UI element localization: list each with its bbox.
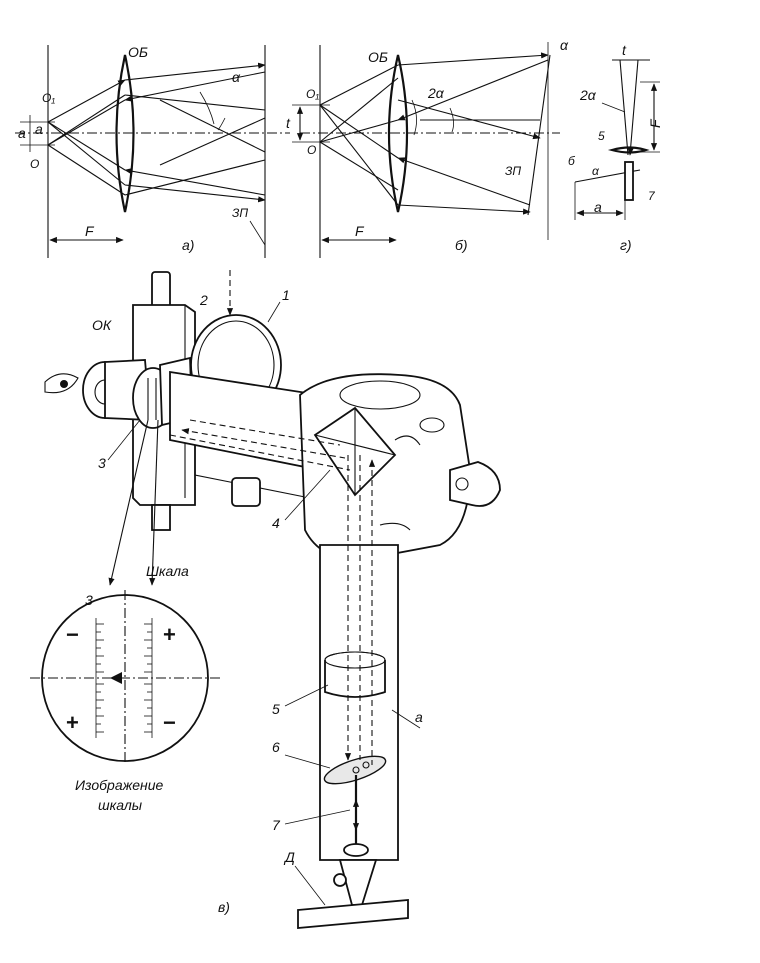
small-cylinder: [231, 477, 261, 507]
panel-v: ОК 2 1 3 4 5 6 7 a Д в): [44, 270, 501, 929]
alpha-label-b: α: [560, 37, 569, 53]
column-foot: [151, 504, 171, 531]
alpha-label-a: α: [232, 69, 241, 85]
offset-a-label: a: [18, 125, 26, 141]
panel-g: t 2α F 5 б α 7 a г): [568, 42, 663, 253]
point-o1-a: O₁: [42, 91, 55, 105]
lens-5: [324, 660, 386, 698]
light-paths-v: [169, 270, 376, 831]
offset-t-label-g: t: [622, 42, 627, 58]
offset-t-label-b: t: [286, 115, 291, 131]
label-3-v: 3: [98, 455, 106, 471]
label-7-g: 7: [648, 189, 656, 203]
scale-caption-1: Изображение: [75, 777, 164, 793]
rays-b: [319, 52, 549, 215]
scale-caption-2: шкалы: [98, 797, 143, 813]
rays-a: [47, 62, 266, 203]
caption-b: б): [455, 237, 468, 253]
label-2-v: 2: [199, 292, 208, 308]
label-7-v: 7: [272, 817, 281, 833]
scale-plus-tr: +: [163, 622, 176, 647]
lens-b: [387, 54, 409, 213]
head-casting: [299, 373, 471, 561]
offset-a-label-v: a: [415, 709, 423, 725]
label-d-v: Д: [283, 849, 295, 865]
point-o-b: O: [307, 143, 316, 157]
eye: [44, 373, 79, 394]
mirror-b: [527, 54, 551, 216]
scale-plus-bl: +: [66, 710, 79, 735]
caption-v: в): [218, 899, 230, 915]
eye-pupil: [60, 380, 68, 388]
image-plane-label-a: ЗП: [232, 206, 248, 220]
scale-pointer: [110, 672, 122, 684]
two-alpha-label-b: 2α: [427, 85, 445, 101]
alpha-label-g: α: [592, 164, 600, 178]
caption-a: а): [182, 237, 194, 253]
scale-label-3: 3: [85, 592, 93, 608]
label-6-g: б: [568, 154, 576, 168]
offset-a-label-2: a: [35, 121, 43, 137]
probe-g: [624, 161, 634, 201]
mirror-6: [323, 755, 387, 785]
label-6-v: 6: [272, 739, 280, 755]
base-d: [297, 899, 409, 929]
label-4-v: 4: [272, 515, 280, 531]
point-o1-b: O₁: [306, 87, 319, 101]
panel-a: ОБ O₁ O a a α F ЗП а): [15, 44, 290, 258]
eyepiece-label: ОК: [92, 317, 112, 333]
scale-ticks-right: [144, 618, 153, 738]
lens-a: [115, 54, 135, 213]
scale-minus-tl: −: [66, 622, 79, 647]
focal-length-b: F: [355, 223, 365, 239]
panel-b: ОБ O₁ O t 2α α F ЗП б): [286, 37, 569, 258]
offset-a-label-g: a: [594, 199, 602, 215]
scale-label: Шкала: [146, 563, 189, 579]
vertical-tube: [319, 544, 399, 861]
lens-g: [607, 146, 650, 154]
lens-label-b: ОБ: [368, 49, 388, 65]
label-5-g: 5: [598, 129, 605, 143]
scale-minus-br: −: [163, 710, 176, 735]
lens-label-a: ОБ: [128, 44, 148, 60]
label-5-v: 5: [272, 701, 280, 717]
image-plane-label-b: ЗП: [505, 164, 521, 178]
scale-ticks-left: [95, 618, 104, 738]
label-1-v: 1: [282, 287, 290, 303]
focal-length-a: F: [85, 223, 95, 239]
point-o-a: O: [30, 157, 39, 171]
scale-inset: 3 Шкала − + + − Изображение шкалы: [30, 563, 220, 813]
caption-g: г): [620, 237, 632, 253]
two-alpha-label-g: 2α: [579, 87, 597, 103]
focal-length-g: F: [647, 118, 663, 128]
side-knob: [449, 461, 501, 507]
